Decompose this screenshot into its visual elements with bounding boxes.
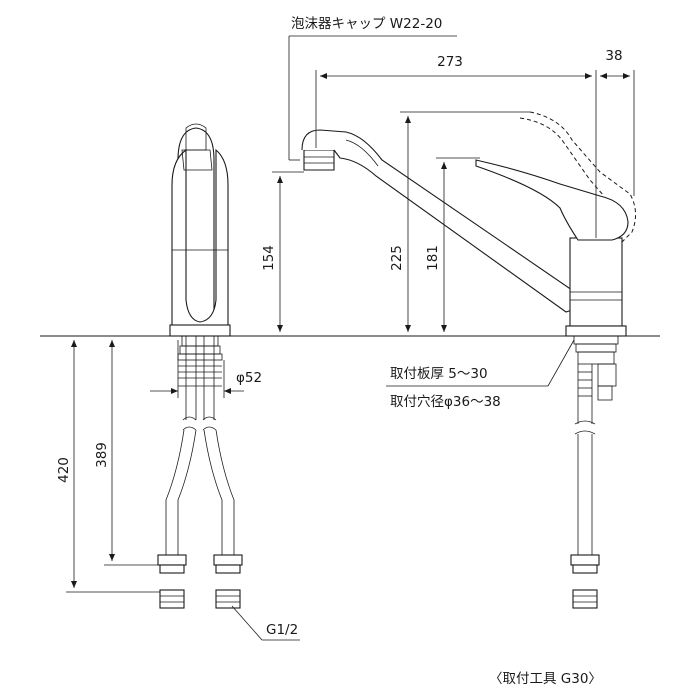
hose-length-total-dimension: 420 — [56, 335, 180, 593]
hose-length-total-label: 420 — [56, 457, 72, 483]
lever-offset-dimension: 38 — [600, 48, 635, 196]
pipe-diameter-label: φ52 — [236, 370, 262, 386]
lever-height-dimension: 181 — [425, 157, 480, 332]
overall-height-dimension: 225 — [389, 111, 530, 332]
mount-thickness-label: 取付板厚 5〜30 — [390, 366, 488, 382]
mount-hole-label: 取付穴径φ36〜38 — [390, 394, 501, 410]
lever-offset-label: 38 — [605, 48, 622, 64]
thread-label: G1/2 — [266, 622, 298, 638]
front-view — [157, 123, 243, 609]
spout-height-dimension: 154 — [261, 171, 304, 332]
spout-reach-dimension: 273 — [315, 54, 597, 238]
hose-length-dimension: 389 — [94, 340, 160, 566]
side-view — [301, 111, 636, 609]
aerator-cap-label: 泡沫器キャップ W22-20 — [291, 16, 442, 32]
tool-label: 〈取付工具 G30〉 — [489, 671, 602, 687]
lever-height-label: 181 — [425, 245, 441, 271]
spout-height-label: 154 — [261, 245, 277, 271]
spout-reach-label: 273 — [437, 54, 463, 70]
mounting-callout: 取付板厚 5〜30 取付穴径φ36〜38 — [386, 339, 575, 410]
pipe-diameter-dimension: φ52 — [150, 340, 262, 398]
aerator-cap-callout: 泡沫器キャップ W22-20 — [288, 16, 457, 161]
hose-length-label: 389 — [94, 442, 110, 468]
overall-height-label: 225 — [389, 245, 405, 271]
thread-callout: G1/2 — [231, 605, 300, 641]
